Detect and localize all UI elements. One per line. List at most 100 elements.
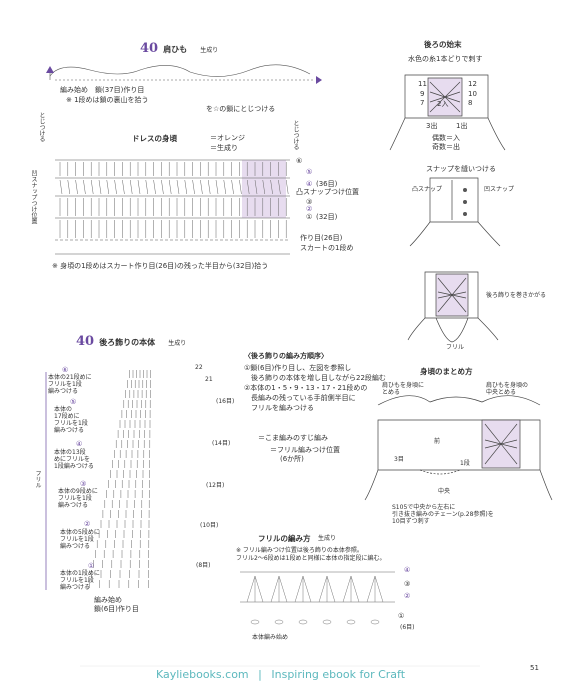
strap-header: 40 肩ひも 生成り: [140, 37, 218, 56]
bodice-stitch: [262, 179, 266, 195]
deco-circ-2: ②: [84, 520, 91, 528]
bf-num-7: 7: [420, 99, 425, 107]
frill-chain: [298, 619, 308, 625]
frill-note-2: フリル2〜6段めは1段めと同様に本体の指定段に編む。: [236, 555, 386, 562]
bodice-stitch: [59, 179, 63, 195]
page-number: 51: [530, 664, 539, 672]
bodice-stitch: [246, 179, 250, 195]
deco-circ-1: ①: [88, 562, 95, 570]
strap-row1-note: ※ 1段めは鎖の裏山を拾う: [66, 96, 149, 104]
bodice-stitch: [129, 179, 133, 195]
deco-header: 40 後ろ飾りの本体 生成り: [76, 330, 186, 349]
bf-frill: フリル: [446, 344, 465, 351]
bf-snap-convex: 凸スナップ: [412, 186, 443, 193]
deco-circ-6: ⑥: [62, 366, 69, 374]
bodice-stitch: [231, 179, 234, 195]
frill-chain: [250, 619, 260, 625]
frill-chain: [370, 619, 380, 625]
bf-odd: 奇数＝出: [432, 143, 460, 151]
bodice-stitch: [67, 179, 71, 195]
strap-title: 肩ひも: [163, 45, 188, 54]
strap-number: 40: [140, 41, 159, 56]
deco-legend-frill-count: (6か所): [280, 455, 304, 463]
deco-circ-5: ⑤: [70, 398, 77, 406]
strap-sew-left: とじつける: [38, 112, 45, 142]
bf-num-9: 9: [420, 90, 425, 98]
strap-color: 生成り: [200, 47, 219, 54]
deco-step-3: ②本体の1・5・9・13・17・21段めの: [244, 384, 368, 392]
strap-start-note: 編み始め 鎖(37目)作り目: [60, 86, 145, 94]
bodice-stitch: [223, 179, 227, 195]
assembly-title: 身頃のまとめ方: [420, 367, 473, 376]
deco-step-5: フリルを編みつける: [244, 404, 314, 412]
bf-num-10: 10: [468, 90, 477, 98]
deco-right-16: (16目): [216, 398, 235, 405]
footer-separator: |: [258, 668, 262, 681]
bodice-stitch: [90, 179, 94, 195]
frill-chain: [274, 619, 284, 625]
deco-step-1: ①鎖(6目)作り目し、左図を参照し: [244, 364, 352, 372]
assembly-row1: 1段: [460, 460, 470, 467]
bodice-stitch: [270, 179, 273, 195]
deco-start: 編み始め: [94, 596, 122, 604]
bodice-stitch: [207, 179, 211, 195]
bf-num-11: 11: [418, 80, 427, 88]
bodice-row-5: ⑤: [306, 168, 313, 176]
strap-attach-note: を☆の鎖にとじつける: [206, 105, 276, 113]
deco-right-10: (10目): [200, 522, 219, 529]
bodice-row36: (36目): [316, 180, 338, 188]
bodice-stitch: [254, 179, 258, 195]
bodice-stitch: [278, 179, 281, 195]
bodice-stitch: [161, 179, 164, 195]
bodice-stitch: [176, 179, 180, 195]
deco-color: 生成り: [168, 340, 187, 347]
bodice-row-6: ⑥: [296, 157, 303, 165]
bodice-stitch: [137, 179, 141, 195]
bodice-title: ドレスの身頃: [132, 134, 177, 143]
bodice-bottom-note: ※ 身頃の1段めはスカート作り目(26目)の残った半目から(32目)拾う: [52, 262, 269, 270]
deco-legend-frill: ＝フリル編みつけ位置: [270, 446, 340, 454]
bodice-row32: (32目): [316, 213, 338, 221]
back-finish-title: 後ろの始末: [424, 40, 462, 49]
deco-left-note-13: 本体の13段 めにフリルを 1段編みつける: [54, 449, 94, 470]
frill-count: (6目): [400, 624, 415, 631]
frill-start: 本体編み始め: [252, 634, 289, 641]
frill-row-4: ④: [404, 566, 411, 574]
bodice-stitch: [145, 179, 149, 195]
bodice-stitch: [285, 179, 289, 195]
bf-even: 偶数＝入: [432, 134, 460, 142]
strap-sew-right: とじつける: [292, 120, 299, 150]
bf-snap-sew: スナップを縫いつける: [426, 165, 496, 173]
bodice-stitch: [192, 179, 195, 195]
bodice-stitch: [106, 179, 110, 195]
deco-left-note-17: 本体の 17段めに フリルを1段 編みつける: [54, 406, 88, 434]
bf-back-deco: 後ろ飾りを巻きかがる: [486, 292, 547, 299]
bodice-stitch: [83, 179, 86, 195]
bodice-stitch: [98, 179, 102, 195]
legend-white: ＝生成り: [210, 144, 238, 152]
footer-site[interactable]: Kayliebooks.com: [155, 668, 249, 681]
frill-title: フリルの編み方: [258, 534, 311, 543]
start-marker: [46, 66, 54, 73]
deco-circ-3: ③: [80, 480, 87, 488]
bodice-stitch: [184, 179, 188, 195]
deco-left-note-1: 本体の1段めに フリルを1段 編みつける: [60, 570, 100, 591]
bf-num-8: 8: [468, 99, 473, 107]
deco-left-note-5: 本体の5段めに フリルを1段 編みつける: [60, 529, 100, 550]
deco-step-2: 後ろ飾りの本体を増し目しながら22段編む: [244, 374, 386, 382]
deco-right-21: 21: [205, 376, 213, 383]
frill-row-1: ①: [398, 612, 405, 620]
bf-snap-concave: 凹スナップ: [484, 186, 515, 193]
bodice-stitch: [153, 179, 156, 195]
bodice-stitch: [215, 179, 219, 195]
assembly-center: 中央: [438, 488, 451, 495]
deco-right-12: (12目): [206, 482, 225, 489]
deco-number: 40: [76, 334, 95, 349]
bodice-skirt-row1: スカートの1段め: [300, 244, 354, 252]
deco-left-note-21: 本体の21段めに フリルを1段 編みつける: [48, 374, 92, 395]
bodice-row-2: ②: [306, 205, 313, 213]
deco-right-14: (14目): [212, 440, 231, 447]
footer-tagline: Inspiring ebook for Craft: [271, 668, 406, 681]
assembly-front: 前: [434, 438, 441, 445]
